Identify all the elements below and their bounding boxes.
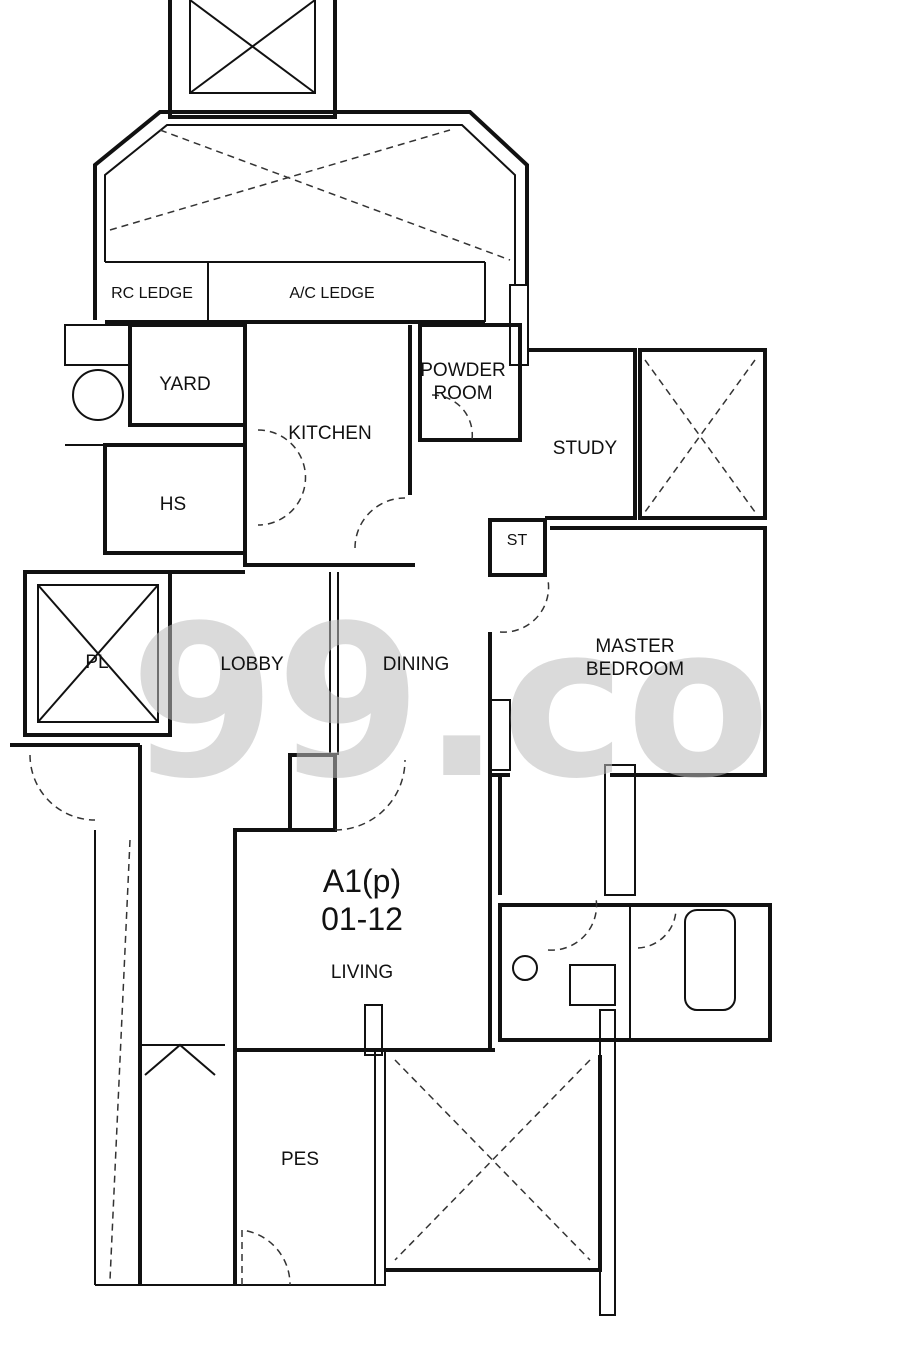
bottom-balcony bbox=[374, 1009, 616, 1316]
label-kitchen: KITCHEN bbox=[288, 423, 371, 444]
label-lobby: LOBBY bbox=[220, 654, 284, 675]
pl-shaft bbox=[10, 570, 245, 821]
top-balcony bbox=[93, 110, 529, 324]
label-master-bedroom-2: BEDROOM bbox=[586, 659, 684, 680]
unit-number: 01-12 bbox=[321, 901, 403, 937]
label-ac-ledge: A/C LEDGE bbox=[289, 285, 374, 302]
label-st: ST bbox=[507, 532, 528, 549]
bathrooms bbox=[498, 897, 772, 1042]
label-yard: YARD bbox=[159, 374, 210, 395]
label-study: STUDY bbox=[553, 438, 618, 459]
unit-type: A1(p) bbox=[323, 863, 401, 899]
service-area bbox=[64, 284, 529, 567]
top-shaft bbox=[168, 0, 337, 119]
label-rc-ledge: RC LEDGE bbox=[111, 285, 193, 302]
label-pl: PL bbox=[85, 652, 108, 673]
label-powder-room-2: ROOM bbox=[433, 383, 492, 404]
label-dining: DINING bbox=[383, 654, 450, 675]
label-hs: HS bbox=[160, 494, 186, 515]
watermark: 99.co bbox=[130, 580, 771, 825]
label-pes: PES bbox=[281, 1149, 319, 1170]
label-powder-room: POWDER bbox=[420, 360, 506, 381]
label-living: LIVING bbox=[331, 962, 393, 983]
living-area bbox=[94, 572, 495, 1286]
label-master-bedroom: MASTER bbox=[595, 636, 674, 657]
study-area bbox=[488, 348, 767, 577]
